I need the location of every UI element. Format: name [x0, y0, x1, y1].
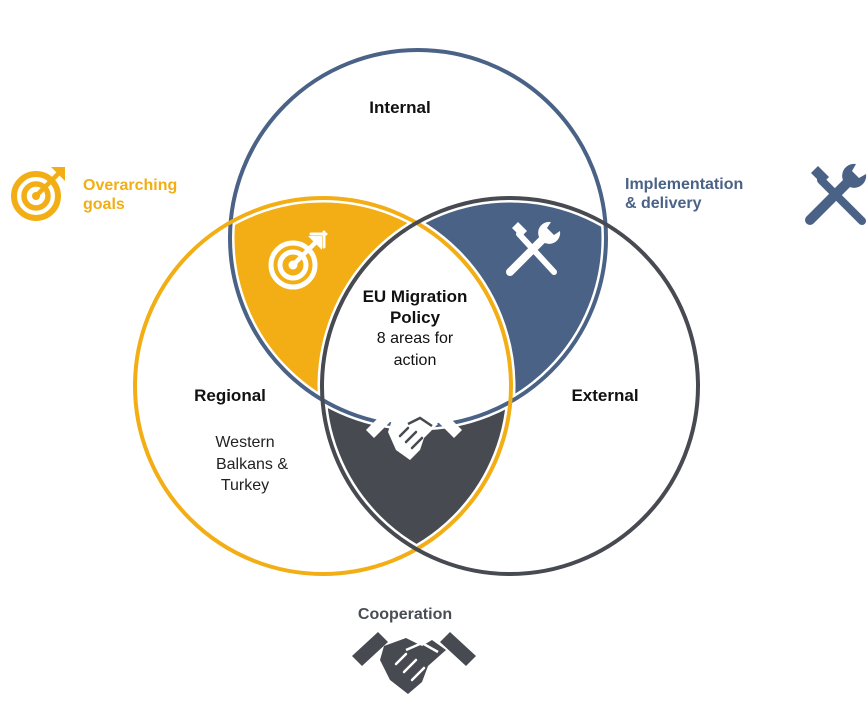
circle-label-external: External [571, 386, 639, 405]
implementation-label-line: Implementation [625, 176, 744, 193]
regional-subline: Turkey [220, 477, 270, 495]
circle-label-regional: Regional [194, 386, 266, 405]
cooperation-label: Cooperation [357, 606, 453, 623]
goals-label-line: goals [83, 196, 125, 214]
center-sub-line: 8 areas for [376, 330, 454, 348]
implementation-label-line: & delivery [625, 195, 702, 213]
center-title-line: Policy [389, 307, 441, 327]
implementation-label: Implementation & delivery [625, 175, 795, 213]
tools-icon [805, 163, 867, 225]
center-sub-line: action [393, 351, 437, 369]
center-label: EU Migration Policy 8 areas for action [340, 287, 490, 371]
goals-label-line: Overarching [83, 177, 178, 194]
regional-sublabel: Western Balkans & Turkey [180, 432, 310, 497]
regional-subline: Western [215, 434, 275, 451]
target-icon [11, 167, 65, 221]
regional-subline: Balkans & [215, 455, 289, 473]
center-title-line: EU Migration [362, 287, 468, 306]
circle-label-internal: Internal [369, 98, 431, 117]
circle-external [320, 196, 700, 576]
goals-label: Overarching goals [83, 176, 223, 214]
circle-regional [133, 196, 513, 576]
handshake-icon [352, 632, 476, 694]
